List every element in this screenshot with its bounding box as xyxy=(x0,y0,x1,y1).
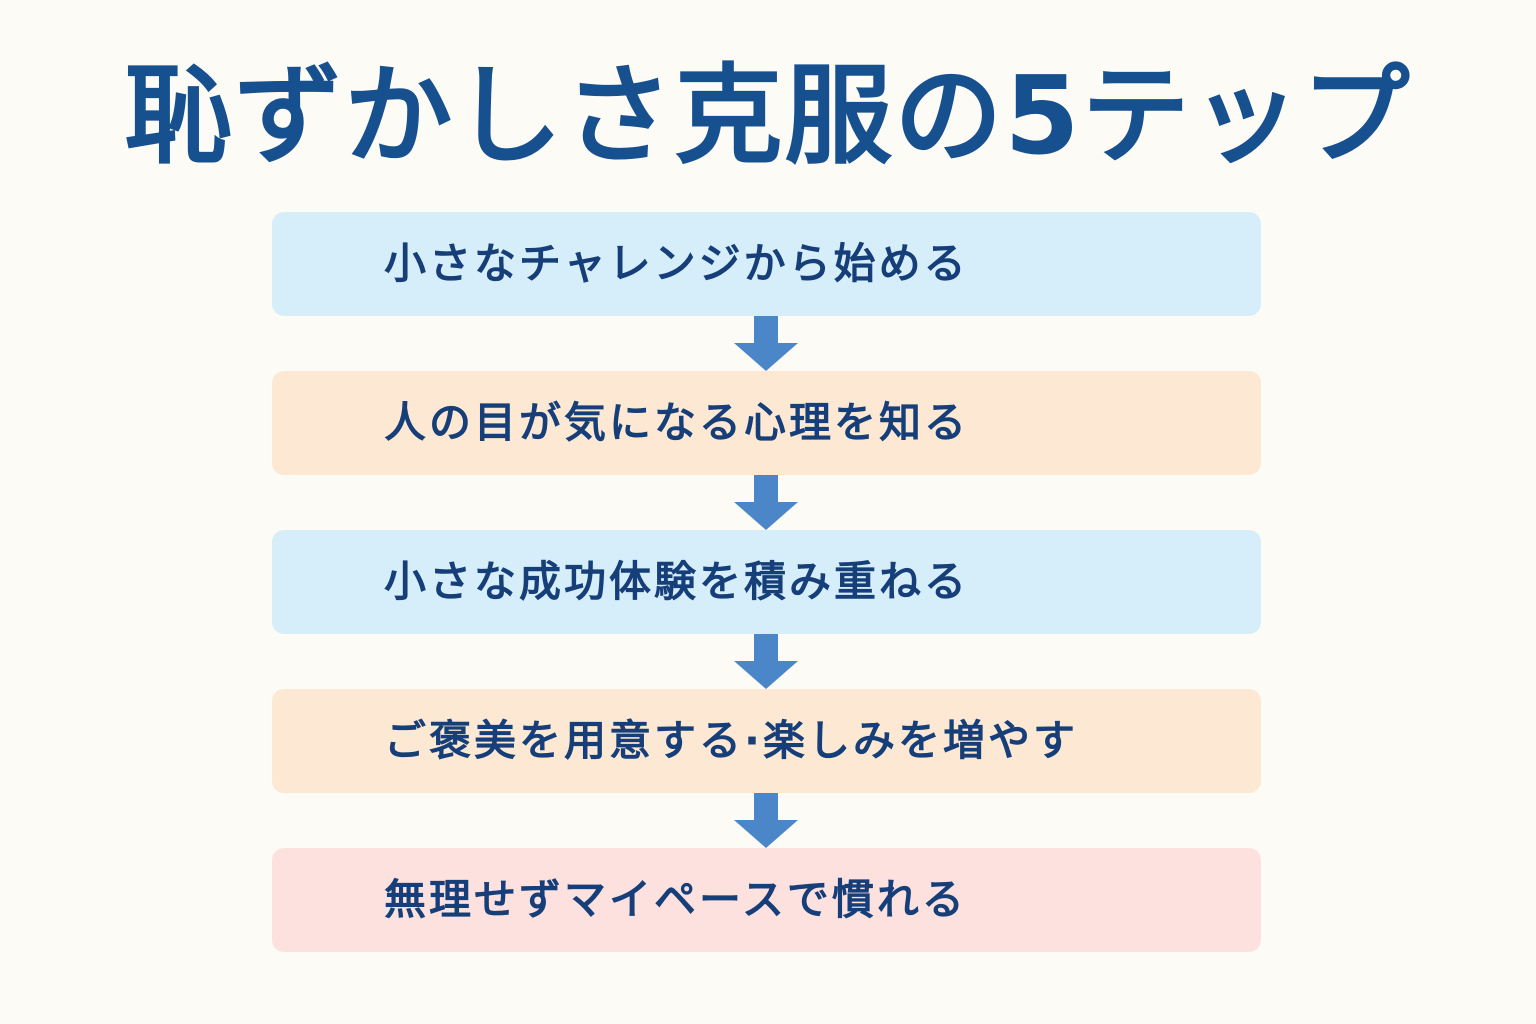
arrow-2 xyxy=(272,475,1261,530)
down-arrow-icon xyxy=(734,793,798,848)
diagram-title: 恥ずかしさ克服の5テップ xyxy=(124,54,1412,179)
step-1-label: 小さなチャレンジから始める xyxy=(384,239,969,288)
step-2: 人の目が気になる心理を知る xyxy=(272,371,1261,475)
arrow-4 xyxy=(272,793,1261,848)
step-4: ご褒美を用意する·楽しみを増やす xyxy=(272,689,1261,793)
step-5: 無理せずマイペースで慣れる xyxy=(272,848,1261,952)
steps-flow: 小さなチャレンジから始める 人の目が気になる心理を知る 小さな成功体験を積み重ね… xyxy=(272,212,1261,952)
down-arrow-icon xyxy=(734,475,798,530)
step-3: 小さな成功体験を積み重ねる xyxy=(272,530,1261,634)
step-4-label: ご褒美を用意する·楽しみを増やす xyxy=(384,716,1078,765)
down-arrow-icon xyxy=(734,634,798,689)
step-3-label: 小さな成功体験を積み重ねる xyxy=(384,557,970,606)
step-1: 小さなチャレンジから始める xyxy=(272,212,1261,316)
step-5-label: 無理せずマイペースで慣れる xyxy=(384,875,967,924)
down-arrow-icon xyxy=(734,316,798,371)
arrow-1 xyxy=(272,316,1261,371)
arrow-3 xyxy=(272,634,1261,689)
step-2-label: 人の目が気になる心理を知る xyxy=(384,398,970,447)
